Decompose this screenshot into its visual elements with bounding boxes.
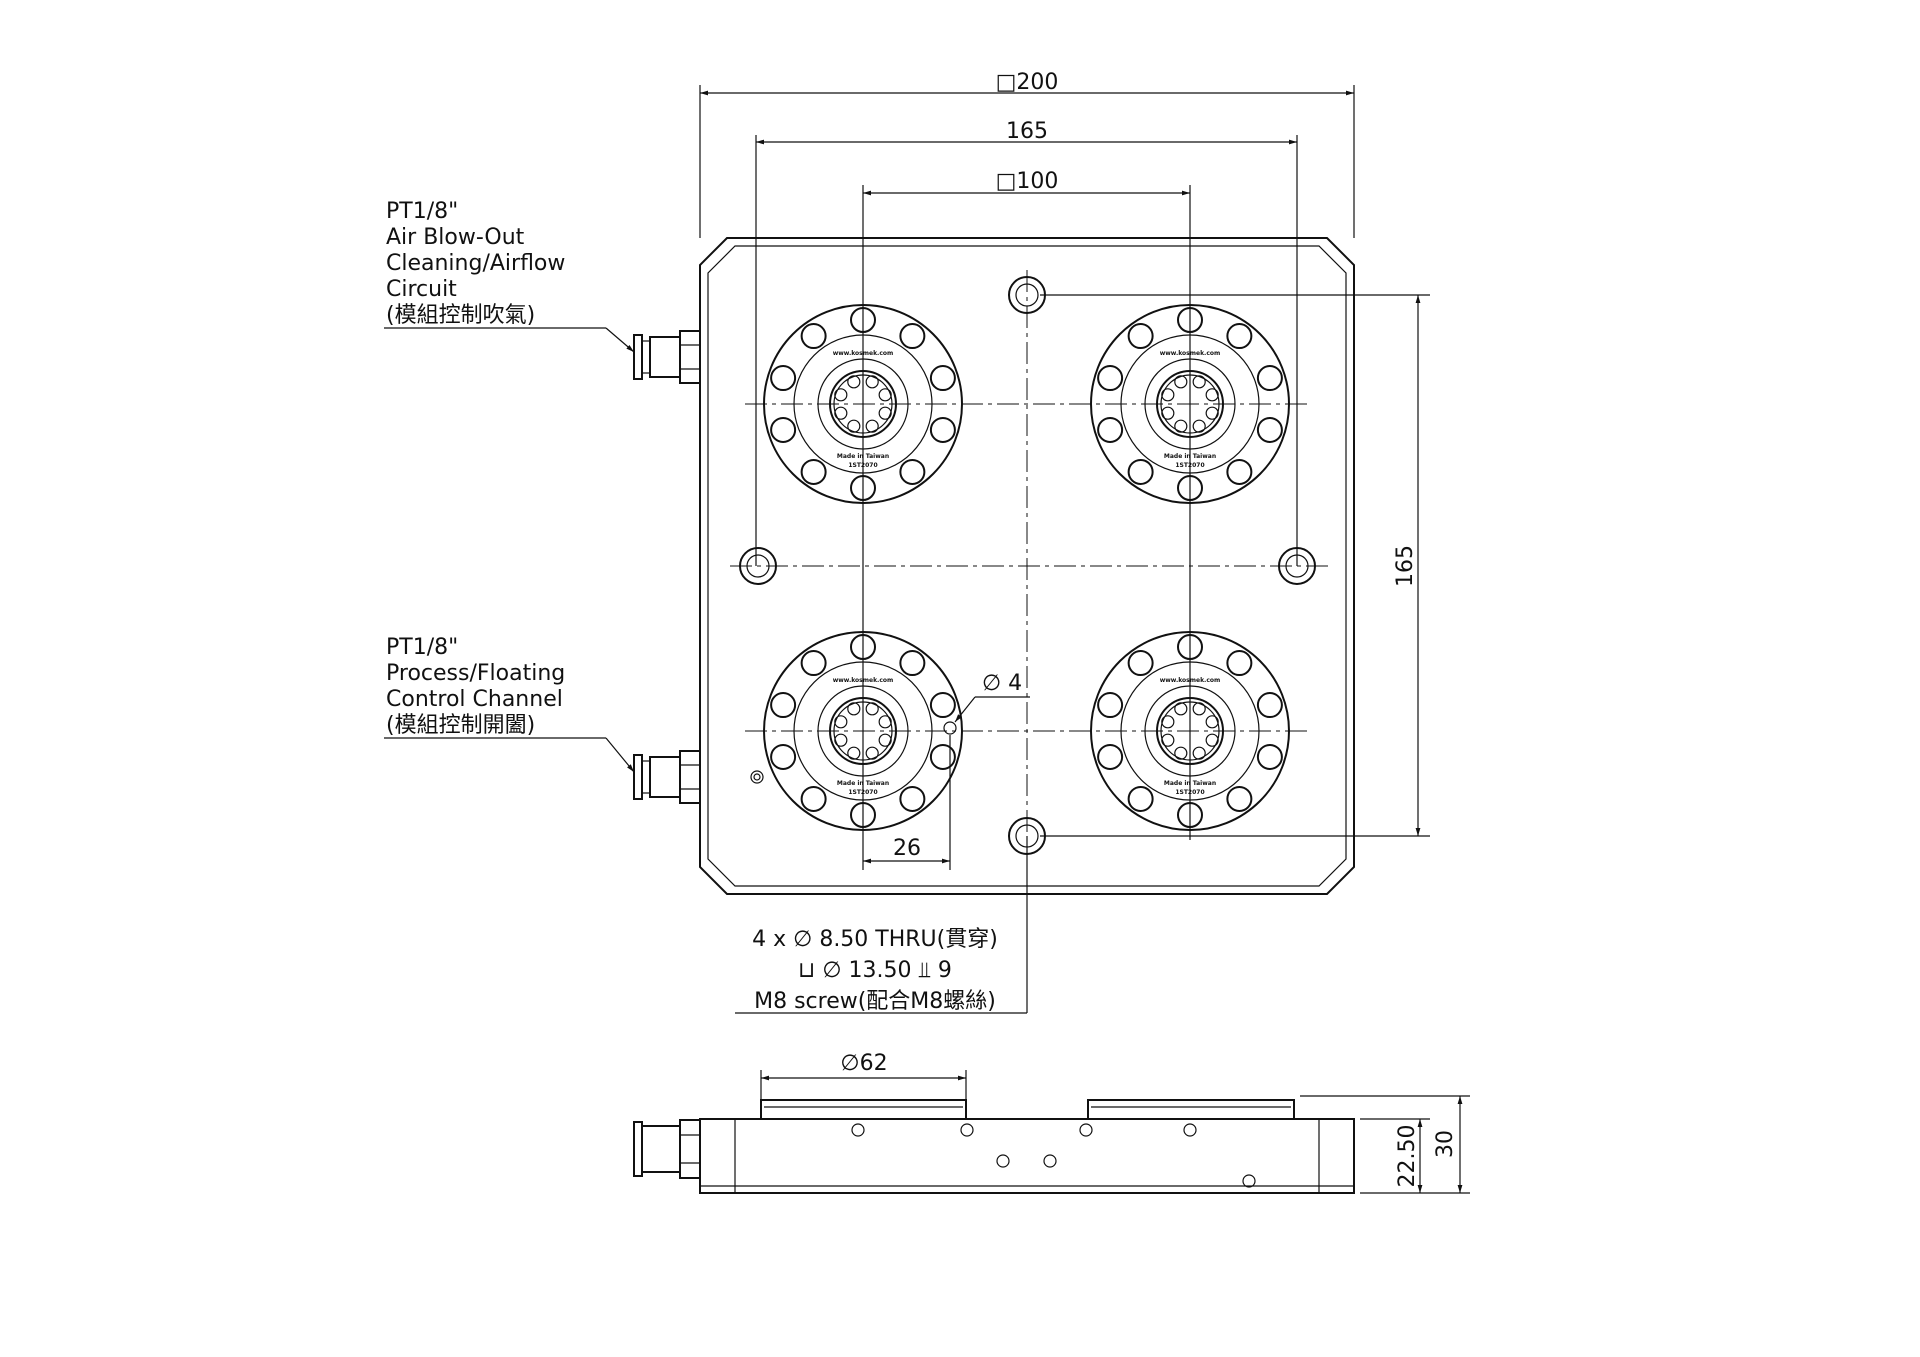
- module-part-no: 1ST2070: [1175, 789, 1204, 796]
- callout-line: PT1/8": [386, 635, 458, 660]
- module-website: www.kosmek.com: [833, 677, 894, 684]
- dimension-lines: [384, 85, 1430, 1014]
- side-hole: [1079, 1123, 1093, 1137]
- dowel-hole: [943, 721, 957, 735]
- callout-line: Circuit: [386, 277, 457, 302]
- bolt-hole: [1097, 692, 1124, 719]
- module-origin: Made in Taiwan: [837, 780, 889, 787]
- bolt-hole: [1097, 743, 1124, 770]
- side-hole: [960, 1123, 974, 1137]
- note-line: M8 screw(配合M8螺絲): [754, 989, 996, 1014]
- callout-line: Control Channel: [386, 687, 563, 712]
- dim-outer-hole-spacing: 165: [1006, 119, 1048, 144]
- module-origin: Made in Taiwan: [1164, 780, 1216, 787]
- module-origin: Made in Taiwan: [837, 453, 889, 460]
- side-hole: [1043, 1154, 1057, 1168]
- bolt-hole: [800, 785, 827, 812]
- bolt-hole: [1256, 365, 1283, 392]
- dim-module-diameter: ∅62: [840, 1051, 887, 1076]
- bolt-hole: [899, 650, 926, 677]
- bolt-hole: [770, 743, 797, 770]
- bolt-hole: [1256, 416, 1283, 443]
- note-line: ⊔ ∅ 13.50 ⫫ 9: [798, 958, 952, 983]
- module-part-no: 1ST2070: [848, 462, 877, 469]
- process-fitting-top: [633, 750, 701, 804]
- bolt-hole: [1127, 785, 1154, 812]
- bolt-hole: [850, 307, 876, 333]
- side-view: [633, 1070, 1470, 1194]
- bolt-hole: [1127, 650, 1154, 677]
- callout-line: Process/Floating: [386, 661, 565, 686]
- bolt-hole: [1177, 634, 1203, 660]
- dim-total-height: 30: [1433, 1130, 1458, 1158]
- dim-small-hole: ∅ 4: [982, 671, 1022, 696]
- bolt-hole: [929, 743, 956, 770]
- bolt-hole: [1177, 475, 1203, 501]
- bolt-hole: [929, 692, 956, 719]
- callout-line: Air Blow-Out: [386, 225, 525, 250]
- module-origin: Made in Taiwan: [1164, 453, 1216, 460]
- callout-line: (模組控制開闔): [386, 713, 535, 738]
- bolt-hole: [1127, 323, 1154, 350]
- dim-body-height: 22.50: [1395, 1125, 1420, 1188]
- bolt-hole: [899, 458, 926, 485]
- dim-vertical-spacing: 165: [1393, 545, 1418, 587]
- module-website: www.kosmek.com: [833, 350, 894, 357]
- side-hole: [996, 1154, 1010, 1168]
- dim-small-hole-offset: 26: [893, 836, 921, 861]
- callout-line: PT1/8": [386, 199, 458, 224]
- centerlines: [730, 185, 1330, 870]
- side-hole: [1242, 1174, 1256, 1188]
- bolt-hole: [1226, 323, 1253, 350]
- small-hole: [750, 770, 764, 784]
- bolt-hole: [1177, 802, 1203, 828]
- bolt-hole: [1226, 650, 1253, 677]
- bolt-hole: [1177, 307, 1203, 333]
- bolt-hole: [1226, 458, 1253, 485]
- bolt-hole: [1256, 692, 1283, 719]
- plate-top-view: [699, 237, 1355, 895]
- process-callout: PT1/8" Process/Floating Control Channel …: [386, 635, 565, 738]
- module-website: www.kosmek.com: [1160, 350, 1221, 357]
- bolt-hole: [800, 458, 827, 485]
- bolt-hole: [929, 365, 956, 392]
- counterbored-hole: [739, 547, 777, 585]
- bolt-hole: [770, 416, 797, 443]
- bolt-hole: [1256, 743, 1283, 770]
- bolt-hole: [770, 692, 797, 719]
- module-website: www.kosmek.com: [1160, 677, 1221, 684]
- callout-line: (模組控制吹氣): [386, 303, 535, 328]
- note-line: 4 x ∅ 8.50 THRU(貫穿): [752, 927, 998, 952]
- bolt-hole: [770, 365, 797, 392]
- bolt-hole: [850, 634, 876, 660]
- air-blow-callout: PT1/8" Air Blow-Out Cleaning/Airflow Cir…: [386, 199, 565, 328]
- bolt-hole: [1097, 365, 1124, 392]
- dim-overall-width: □200: [996, 70, 1059, 95]
- dim-module-spacing: □100: [996, 169, 1059, 194]
- side-hole: [851, 1123, 865, 1137]
- air-fitting-top: [633, 330, 701, 384]
- bolt-hole: [850, 802, 876, 828]
- bolt-hole: [850, 475, 876, 501]
- side-hole: [1183, 1123, 1197, 1137]
- module-part-no: 1ST2070: [848, 789, 877, 796]
- bolt-hole: [929, 416, 956, 443]
- bolt-hole: [1226, 785, 1253, 812]
- bolt-hole: [899, 323, 926, 350]
- bolt-hole: [1097, 416, 1124, 443]
- callout-line: Cleaning/Airflow: [386, 251, 565, 276]
- hole-note: 4 x ∅ 8.50 THRU(貫穿) ⊔ ∅ 13.50 ⫫ 9 M8 scr…: [752, 927, 998, 1014]
- bolt-hole: [800, 323, 827, 350]
- bolt-hole: [899, 785, 926, 812]
- bolt-hole: [1127, 458, 1154, 485]
- module-part-no: 1ST2070: [1175, 462, 1204, 469]
- bolt-hole: [800, 650, 827, 677]
